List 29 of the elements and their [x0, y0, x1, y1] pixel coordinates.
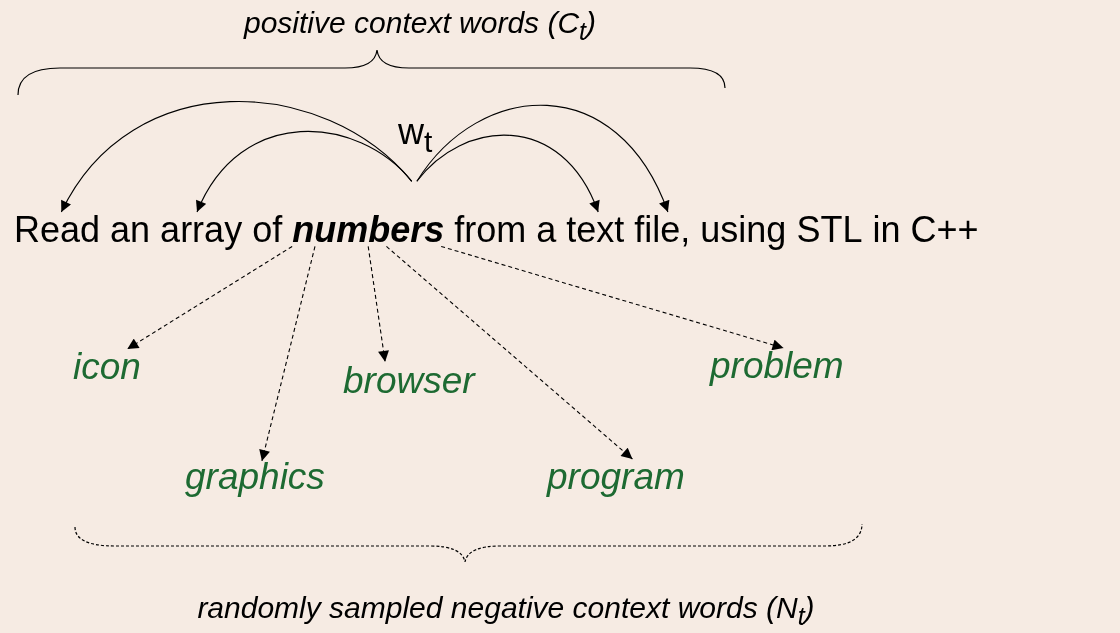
negative-context-word: icon	[73, 347, 141, 388]
sentence-word: a	[536, 210, 557, 250]
curved-arrow	[416, 134, 599, 213]
negative-context-word: problem	[710, 346, 844, 387]
sentence-word: in	[872, 210, 901, 250]
negative-context-word: graphics	[185, 457, 325, 498]
dotted-arrow	[385, 245, 633, 460]
sentence-word: STL	[796, 210, 863, 250]
sentence-word: text	[566, 210, 625, 250]
dotted-arrow	[126, 245, 293, 350]
curved-arrow	[416, 104, 669, 213]
sentence-word: array	[160, 210, 243, 250]
dotted-arrow	[440, 245, 785, 351]
sentence-word: Read	[14, 210, 101, 250]
sentence-word: numbers	[292, 210, 445, 250]
brace-caption: positive context words (C$_{t}$)	[243, 6, 597, 46]
sentence-word: of	[252, 210, 283, 250]
dotted-arrow	[259, 245, 316, 462]
sentence-word: using	[700, 210, 787, 250]
sentence-word: file,	[634, 210, 691, 250]
sentence-word: C++	[910, 210, 979, 250]
target-word-label: w$_{t}$	[398, 112, 433, 159]
curved-arrow	[196, 131, 413, 213]
sentence-word: from	[454, 210, 527, 250]
dotted-arrow	[367, 245, 389, 363]
negative-context-word: browser	[343, 361, 475, 402]
sentence-word: an	[110, 210, 151, 250]
negative-context-word: program	[547, 457, 685, 498]
brace-caption: randomly sampled negative context words (N$_{t}$)	[197, 591, 815, 631]
